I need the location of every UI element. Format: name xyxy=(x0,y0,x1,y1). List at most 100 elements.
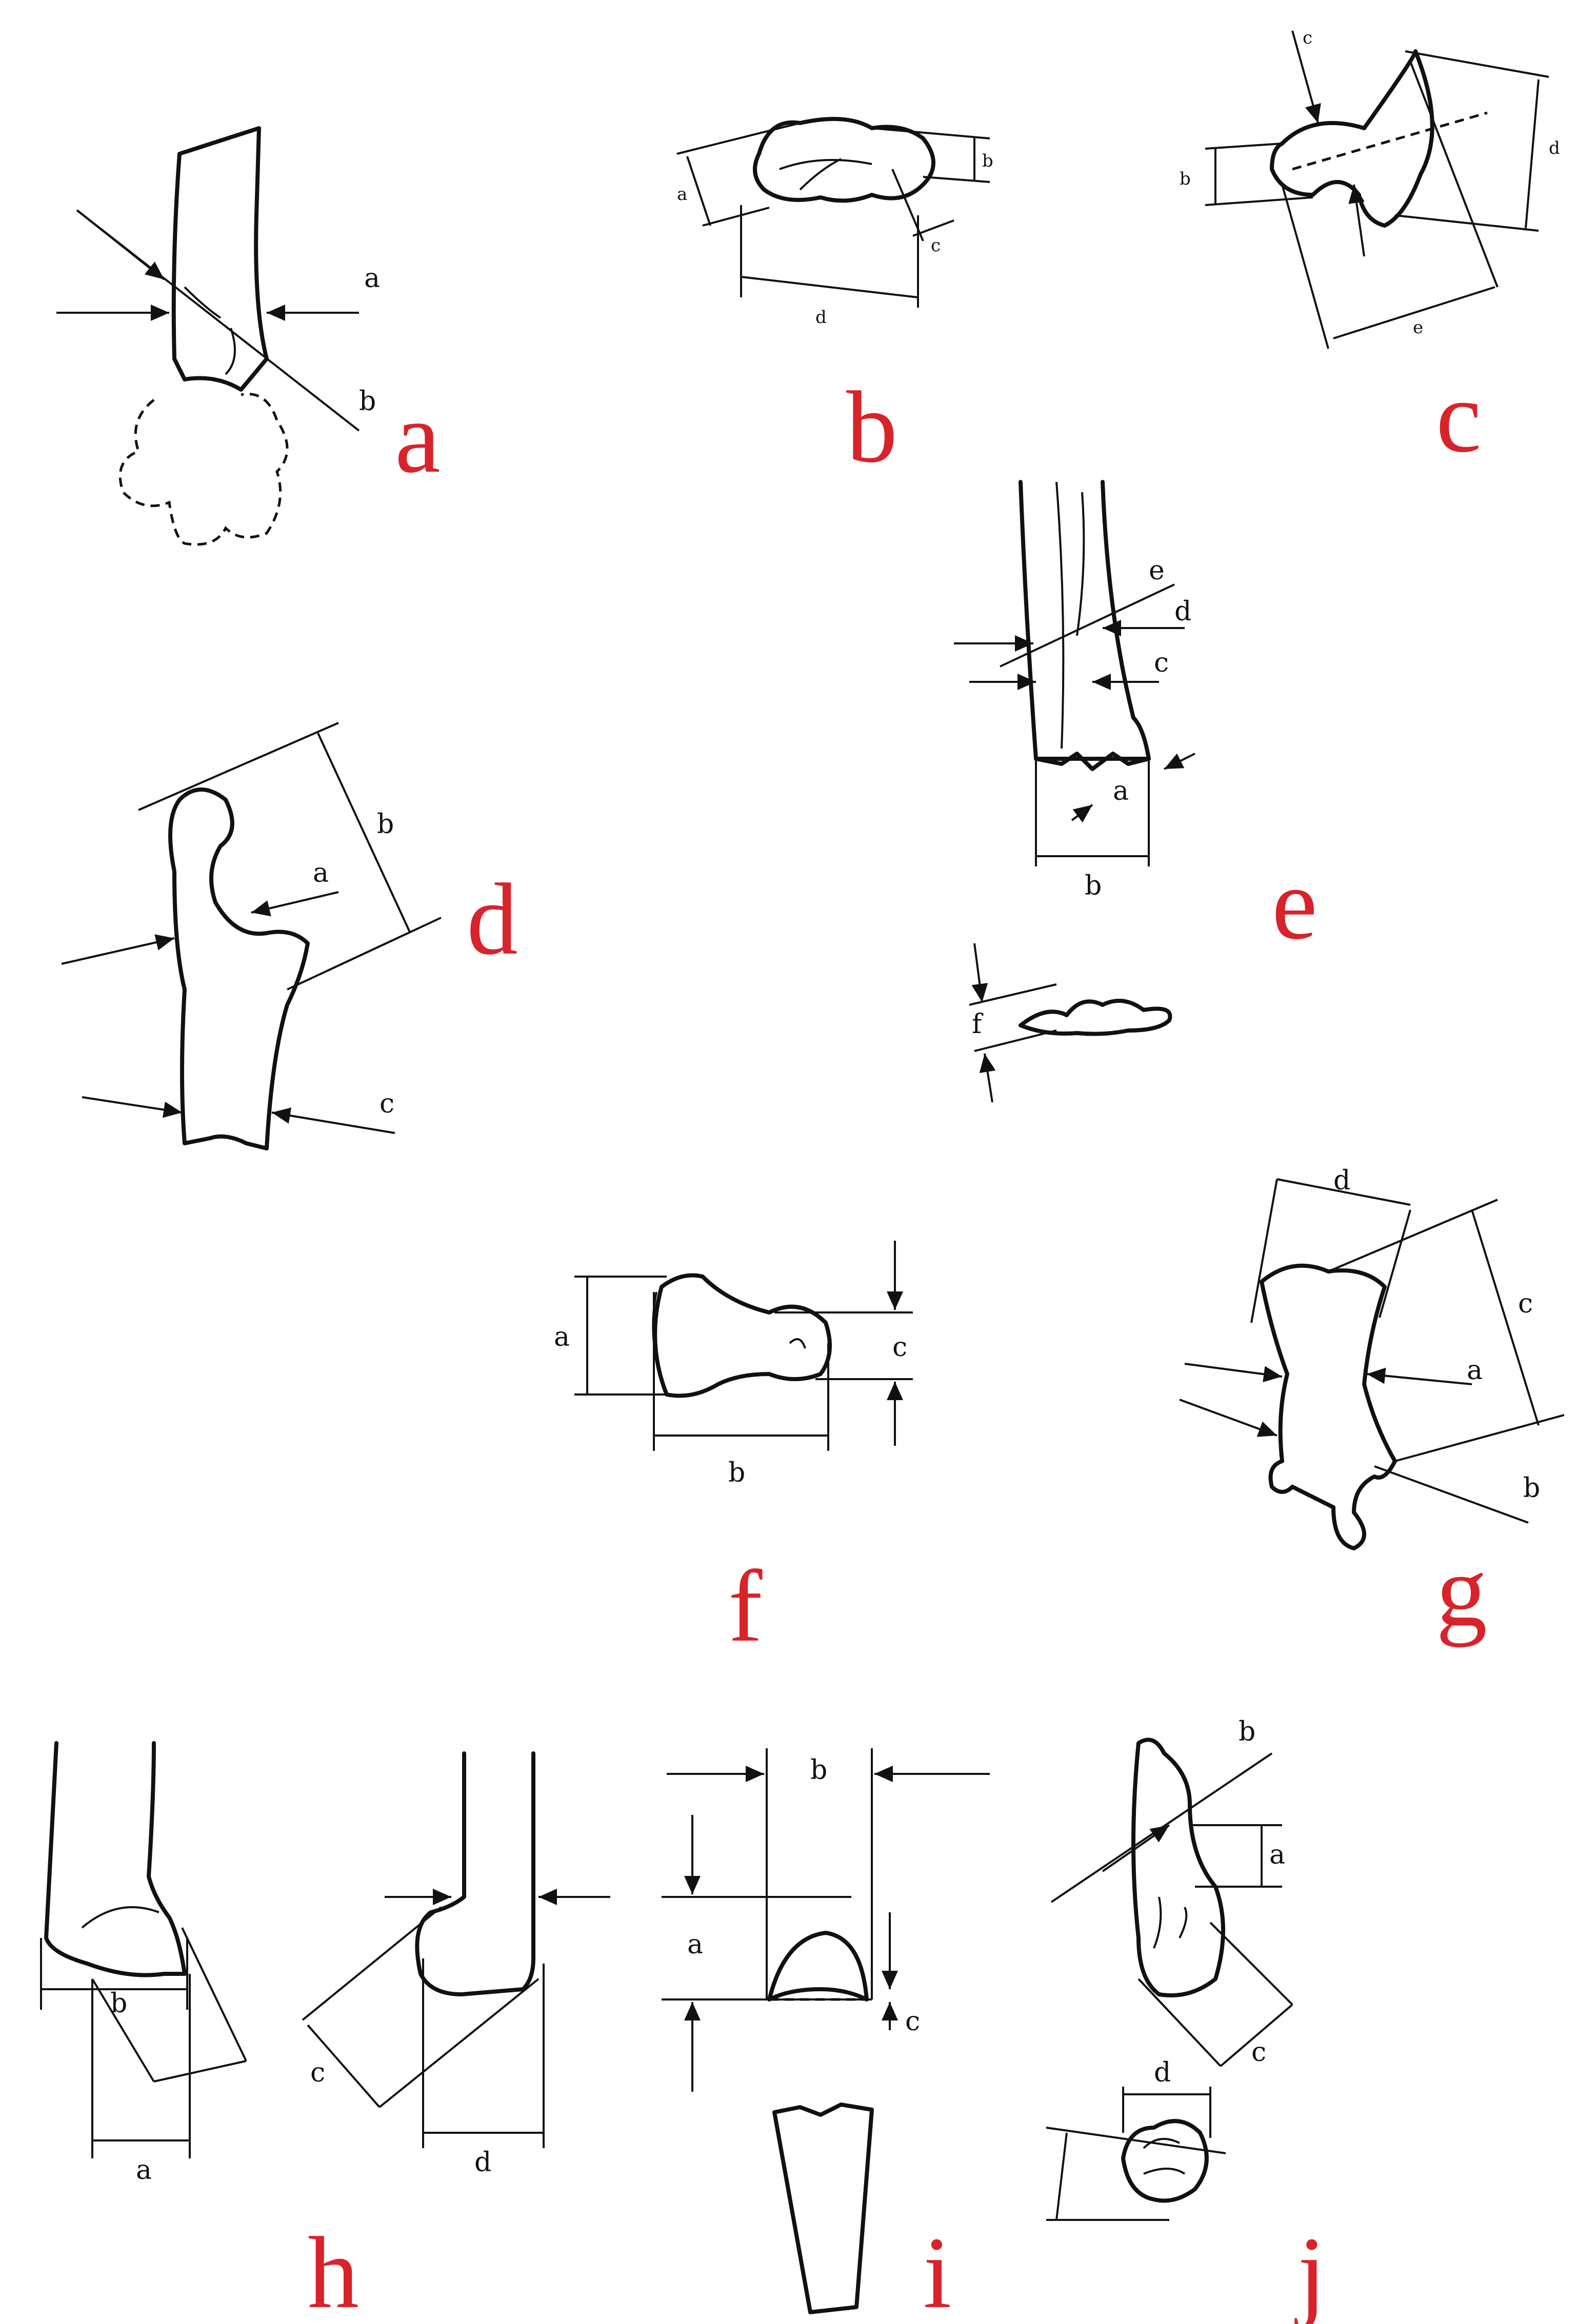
panel-h-measure-c-label: c xyxy=(310,2057,325,2088)
panel-h-measure-diag-line-1 xyxy=(91,1978,155,2083)
panel-h-measure-c-guide-bottom xyxy=(378,1978,540,2108)
panel-b: a b c d b xyxy=(676,117,993,484)
panel-j-measure-side-dim xyxy=(1055,2132,1068,2220)
panel-h-measure-a-label: a xyxy=(136,2155,152,2186)
panel-c-measure-e-guide-right xyxy=(1409,61,1499,288)
panel-h-measure-d-label: d xyxy=(474,2147,491,2178)
panel-g-measure-a-left-arrow xyxy=(1184,1363,1283,1383)
panel-b-measure-c-label: c xyxy=(931,235,941,256)
panel-b-label: b xyxy=(846,371,897,484)
panel-a-measure-b-arrow xyxy=(76,209,165,280)
panel-j-measure-c-guide-top xyxy=(1209,1922,1293,2006)
panel-j-measure-b-label: b xyxy=(1239,1716,1255,1747)
panel-c-measure-d-label: d xyxy=(1549,138,1560,158)
panel-j-measure-c-dim xyxy=(1220,2004,1293,2067)
panel-h: b a c d h xyxy=(40,1741,610,2324)
panel-b-bone-ridge xyxy=(779,158,872,191)
panel-j-measure-b-arrow xyxy=(1102,1824,1170,1872)
panel-i: b a c i xyxy=(662,1748,990,2324)
panel-d-measure-c-label: c xyxy=(380,1088,394,1119)
panel-e-measure-b-label: b xyxy=(1085,871,1102,901)
panel-e-measure-a-arrow xyxy=(1071,804,1093,823)
panel-b-measure-b-guide-bottom xyxy=(923,176,990,183)
panel-h-label: h xyxy=(308,2216,359,2324)
panel-c-axis-dashed xyxy=(1292,111,1488,171)
panel-h-measure-b-label: b xyxy=(110,1988,127,2019)
panel-j-measure-a-label: a xyxy=(1269,1840,1285,1870)
panel-e-fragment-outline xyxy=(1019,999,1172,1036)
panel-g-measure-d-dim xyxy=(1276,1178,1411,1206)
panel-g: d c a b g xyxy=(1179,1165,1565,1648)
panel-e-measure-e-line xyxy=(1000,583,1175,668)
panel-g-measure-c-label: c xyxy=(1518,1288,1533,1319)
panel-h-measure-diag-line-2 xyxy=(181,1927,247,2062)
panel-g-label: g xyxy=(1436,1534,1487,1648)
panel-g-measure-c-dim xyxy=(1471,1209,1540,1426)
panel-e: e d c a b f e xyxy=(954,480,1318,1103)
panel-g-bone-outline xyxy=(1260,1263,1397,1550)
panel-b-measure-a-label: a xyxy=(677,184,687,205)
panel-g-measure-a-right-arrow xyxy=(1366,1367,1472,1385)
panel-g-measure-b-label: b xyxy=(1523,1473,1540,1504)
panel-i-bone-shaft-outline xyxy=(772,2103,874,2314)
panel-c-measure-b-guide-top xyxy=(1205,143,1283,150)
panel-d-bone-outline xyxy=(168,787,310,1150)
panel-e-measure-a-right-arrow xyxy=(1164,753,1195,770)
panel-d-measure-c-right-arrow xyxy=(271,1107,395,1134)
panel-a-measure-b-label: b xyxy=(359,386,376,417)
panel-c-label: c xyxy=(1436,360,1482,474)
panel-b-bone-outline xyxy=(753,117,935,203)
panel-e-measure-f-bottom-arrow xyxy=(979,1053,996,1103)
panel-c-measure-d-guide-top xyxy=(1405,50,1549,78)
panel-e-bone-groove xyxy=(1055,481,1085,749)
panel-f-measure-b-label: b xyxy=(728,1458,745,1488)
panel-d-measure-b-guide-bottom xyxy=(287,917,442,991)
panel-e-measure-f-top-arrow xyxy=(971,943,988,1003)
panel-b-measure-d-dim xyxy=(741,276,919,298)
panel-a-bone-shaft xyxy=(171,126,269,392)
panel-b-measure-d-label: d xyxy=(815,307,827,328)
panel-d-label: d xyxy=(467,863,518,976)
panel-g-measure-d-guide-left xyxy=(1250,1179,1278,1323)
panel-e-measure-e-label: e xyxy=(1149,555,1165,586)
panel-d-measure-a-label: a xyxy=(313,858,329,888)
panel-c-measure-c-arrow xyxy=(1291,30,1321,124)
panel-i-measure-a-label: a xyxy=(687,1929,703,1960)
panel-f-measure-a-label: a xyxy=(554,1322,570,1352)
panel-c-measure-c-label: c xyxy=(1303,28,1312,48)
panel-i-bone-top-outline xyxy=(767,1931,869,2002)
panel-h-bone-left-outline xyxy=(44,1741,187,1977)
panel-b-measure-b-label: b xyxy=(982,151,993,171)
panel-c-measure-e-label: e xyxy=(1413,317,1423,338)
panel-e-measure-f-guide-bottom xyxy=(974,1029,1057,1052)
panel-a-label: a xyxy=(395,381,441,494)
panel-g-measure-c-guide-top xyxy=(1328,1199,1498,1272)
panel-h-measure-diag-dim xyxy=(153,2060,247,2083)
panel-f-measure-c-label: c xyxy=(892,1332,907,1363)
panel-e-measure-a-label: a xyxy=(1113,776,1129,806)
panel-c-measure-e-guide-left xyxy=(1281,184,1329,349)
panel-d-measure-left-arrow xyxy=(61,934,175,965)
panel-j-fragment-outline xyxy=(1121,2119,1209,2203)
panel-e-bone-break xyxy=(1034,752,1151,771)
panel-g-measure-c-guide-bottom xyxy=(1394,1414,1565,1462)
panel-d-measure-a-arrow xyxy=(251,891,339,917)
panel-h-measure-c-dim xyxy=(307,2024,381,2108)
panel-c-measure-d-guide-bottom xyxy=(1394,214,1539,232)
panel-c-measure-inner-arrow xyxy=(1348,184,1365,257)
panel-g-measure-b-arrow xyxy=(1179,1399,1277,1437)
panel-j-measure-b-line xyxy=(1050,1752,1273,1903)
panel-h-bone-left-inner xyxy=(81,1906,159,1929)
panel-b-measure-c-guide xyxy=(912,219,954,237)
panel-c-measure-b-label: b xyxy=(1180,169,1191,189)
panel-b-measure-b-guide-top xyxy=(871,127,990,139)
panel-e-label: e xyxy=(1272,847,1318,961)
panel-i-measure-b-label: b xyxy=(810,1755,827,1786)
panel-d: b a c d xyxy=(61,722,518,1150)
panel-j-bone-outline xyxy=(1131,1737,1225,1997)
panel-b-measure-a-guide-bottom xyxy=(702,207,770,227)
panel-e-measure-f-label: f xyxy=(972,1009,984,1040)
panel-a: a b a xyxy=(56,126,441,546)
panel-d-measure-b-guide-top xyxy=(138,722,339,811)
panel-b-measure-a-dim xyxy=(686,156,711,226)
